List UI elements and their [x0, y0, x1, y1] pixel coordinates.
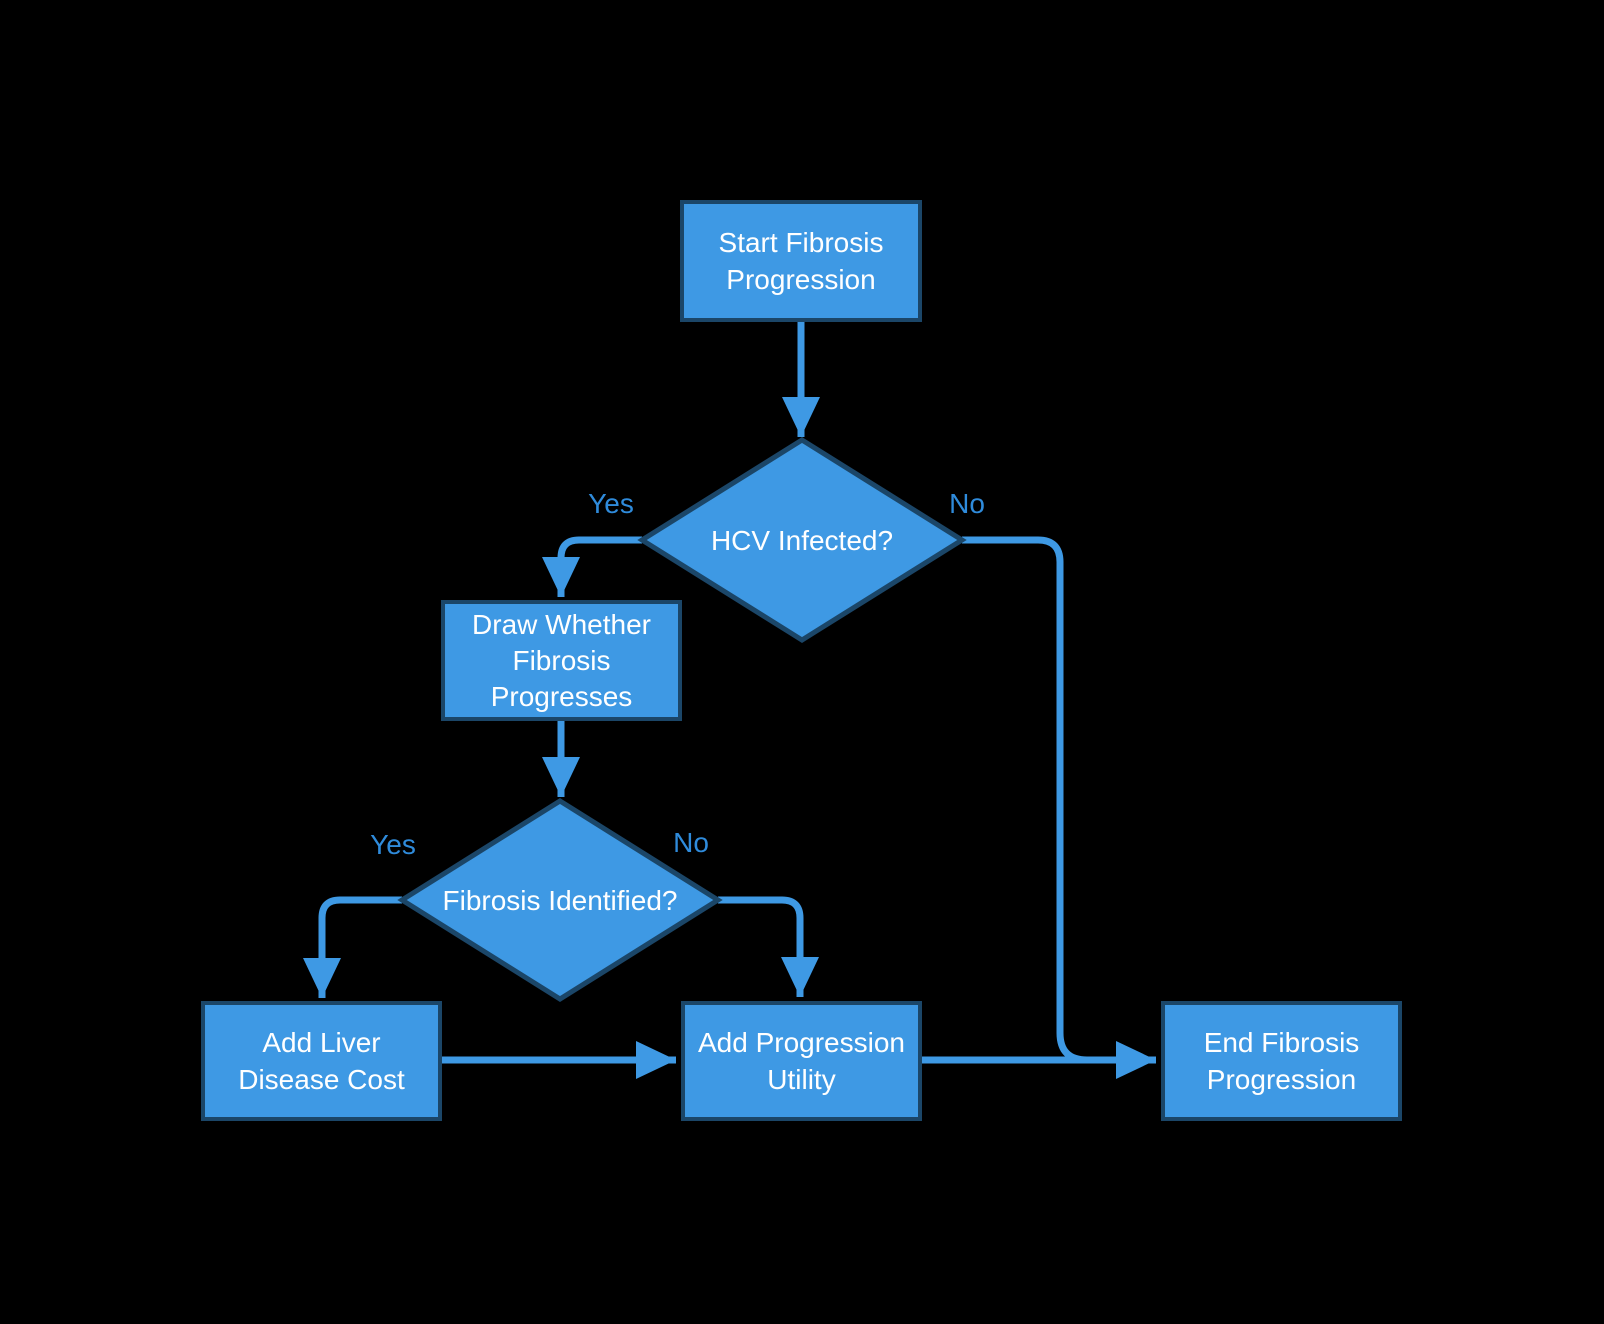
edge-label-fibrosis-yes: Yes — [370, 829, 416, 860]
edge-label-hcv-no: No — [949, 488, 985, 519]
node-fibrosis-decision-label: Fibrosis Identified? — [442, 885, 678, 916]
edge-hcv-yes-to-draw — [542, 536, 642, 597]
edge-fibrosis-no-to-utility — [718, 896, 819, 997]
edge-fibrosis-yes-to-liver — [303, 896, 402, 998]
node-hcv-decision-label: HCV Infected? — [710, 525, 894, 556]
edge-label-fibrosis-no: No — [673, 827, 709, 858]
node-hcv-decision-shape — [637, 437, 967, 643]
edge-label-hcv-yes: Yes — [588, 488, 634, 519]
edge-hcv-no-to-end — [962, 536, 1112, 1064]
node-fibrosis-decision-shape — [397, 798, 723, 1002]
